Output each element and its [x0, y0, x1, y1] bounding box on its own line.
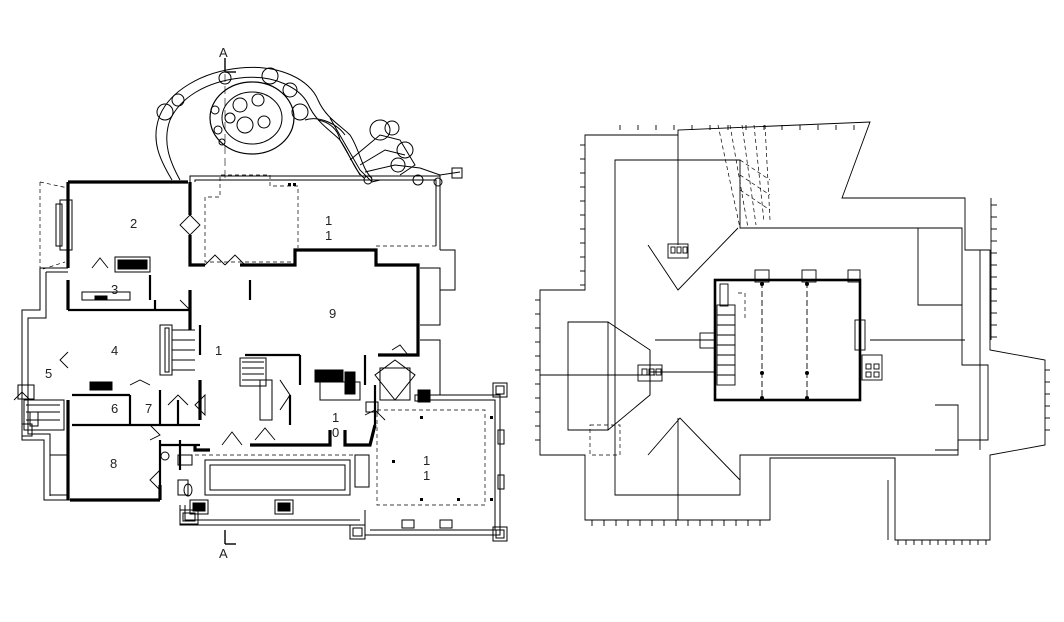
room-label-9: 9	[329, 306, 336, 321]
section-label-top: A	[219, 45, 228, 60]
room-label-10-top: 1	[332, 410, 339, 425]
garden-landscape	[155, 66, 463, 187]
exterior-walls	[66, 180, 420, 502]
interior-walls	[68, 275, 377, 490]
overhang-dashed	[39, 174, 486, 506]
central-hall	[713, 278, 862, 402]
section-label-bottom: A	[219, 546, 228, 561]
column-markers	[288, 183, 493, 501]
section-marker-bottom	[224, 530, 236, 545]
roof-hatch-diagonal	[589, 124, 771, 456]
roof-edge-ticks	[535, 125, 1050, 545]
room-label-1: 1	[215, 343, 222, 358]
room-label-11-patio-top: 1	[325, 213, 332, 228]
section-marker-top	[224, 58, 236, 180]
roof-ridges	[540, 135, 965, 520]
room-label-6: 6	[111, 401, 118, 416]
room-label-11-garage-top: 1	[423, 453, 430, 468]
door-swings	[13, 214, 409, 491]
room-label-3: 3	[111, 282, 118, 297]
hall-column-dots	[760, 282, 809, 400]
room-label-5: 5	[45, 366, 52, 381]
room-label-4: 4	[111, 343, 118, 358]
room-label-10-bottom: 0	[332, 425, 339, 440]
roof-outline	[539, 121, 1046, 541]
room-label-2: 2	[130, 216, 137, 231]
room-labels: 1 2 3 4 5 6 7 8 9 1 0 1 1 1 1	[45, 213, 430, 483]
room-label-11-garage-bottom: 1	[423, 468, 430, 483]
room-label-11-patio-bottom: 1	[325, 228, 332, 243]
room-label-7: 7	[145, 401, 152, 416]
ground-floor-plan: A A	[13, 45, 508, 561]
roof-plan	[535, 121, 1050, 545]
room-label-8: 8	[110, 456, 117, 471]
stair-and-fixtures	[17, 199, 508, 542]
hall-details	[637, 243, 883, 398]
